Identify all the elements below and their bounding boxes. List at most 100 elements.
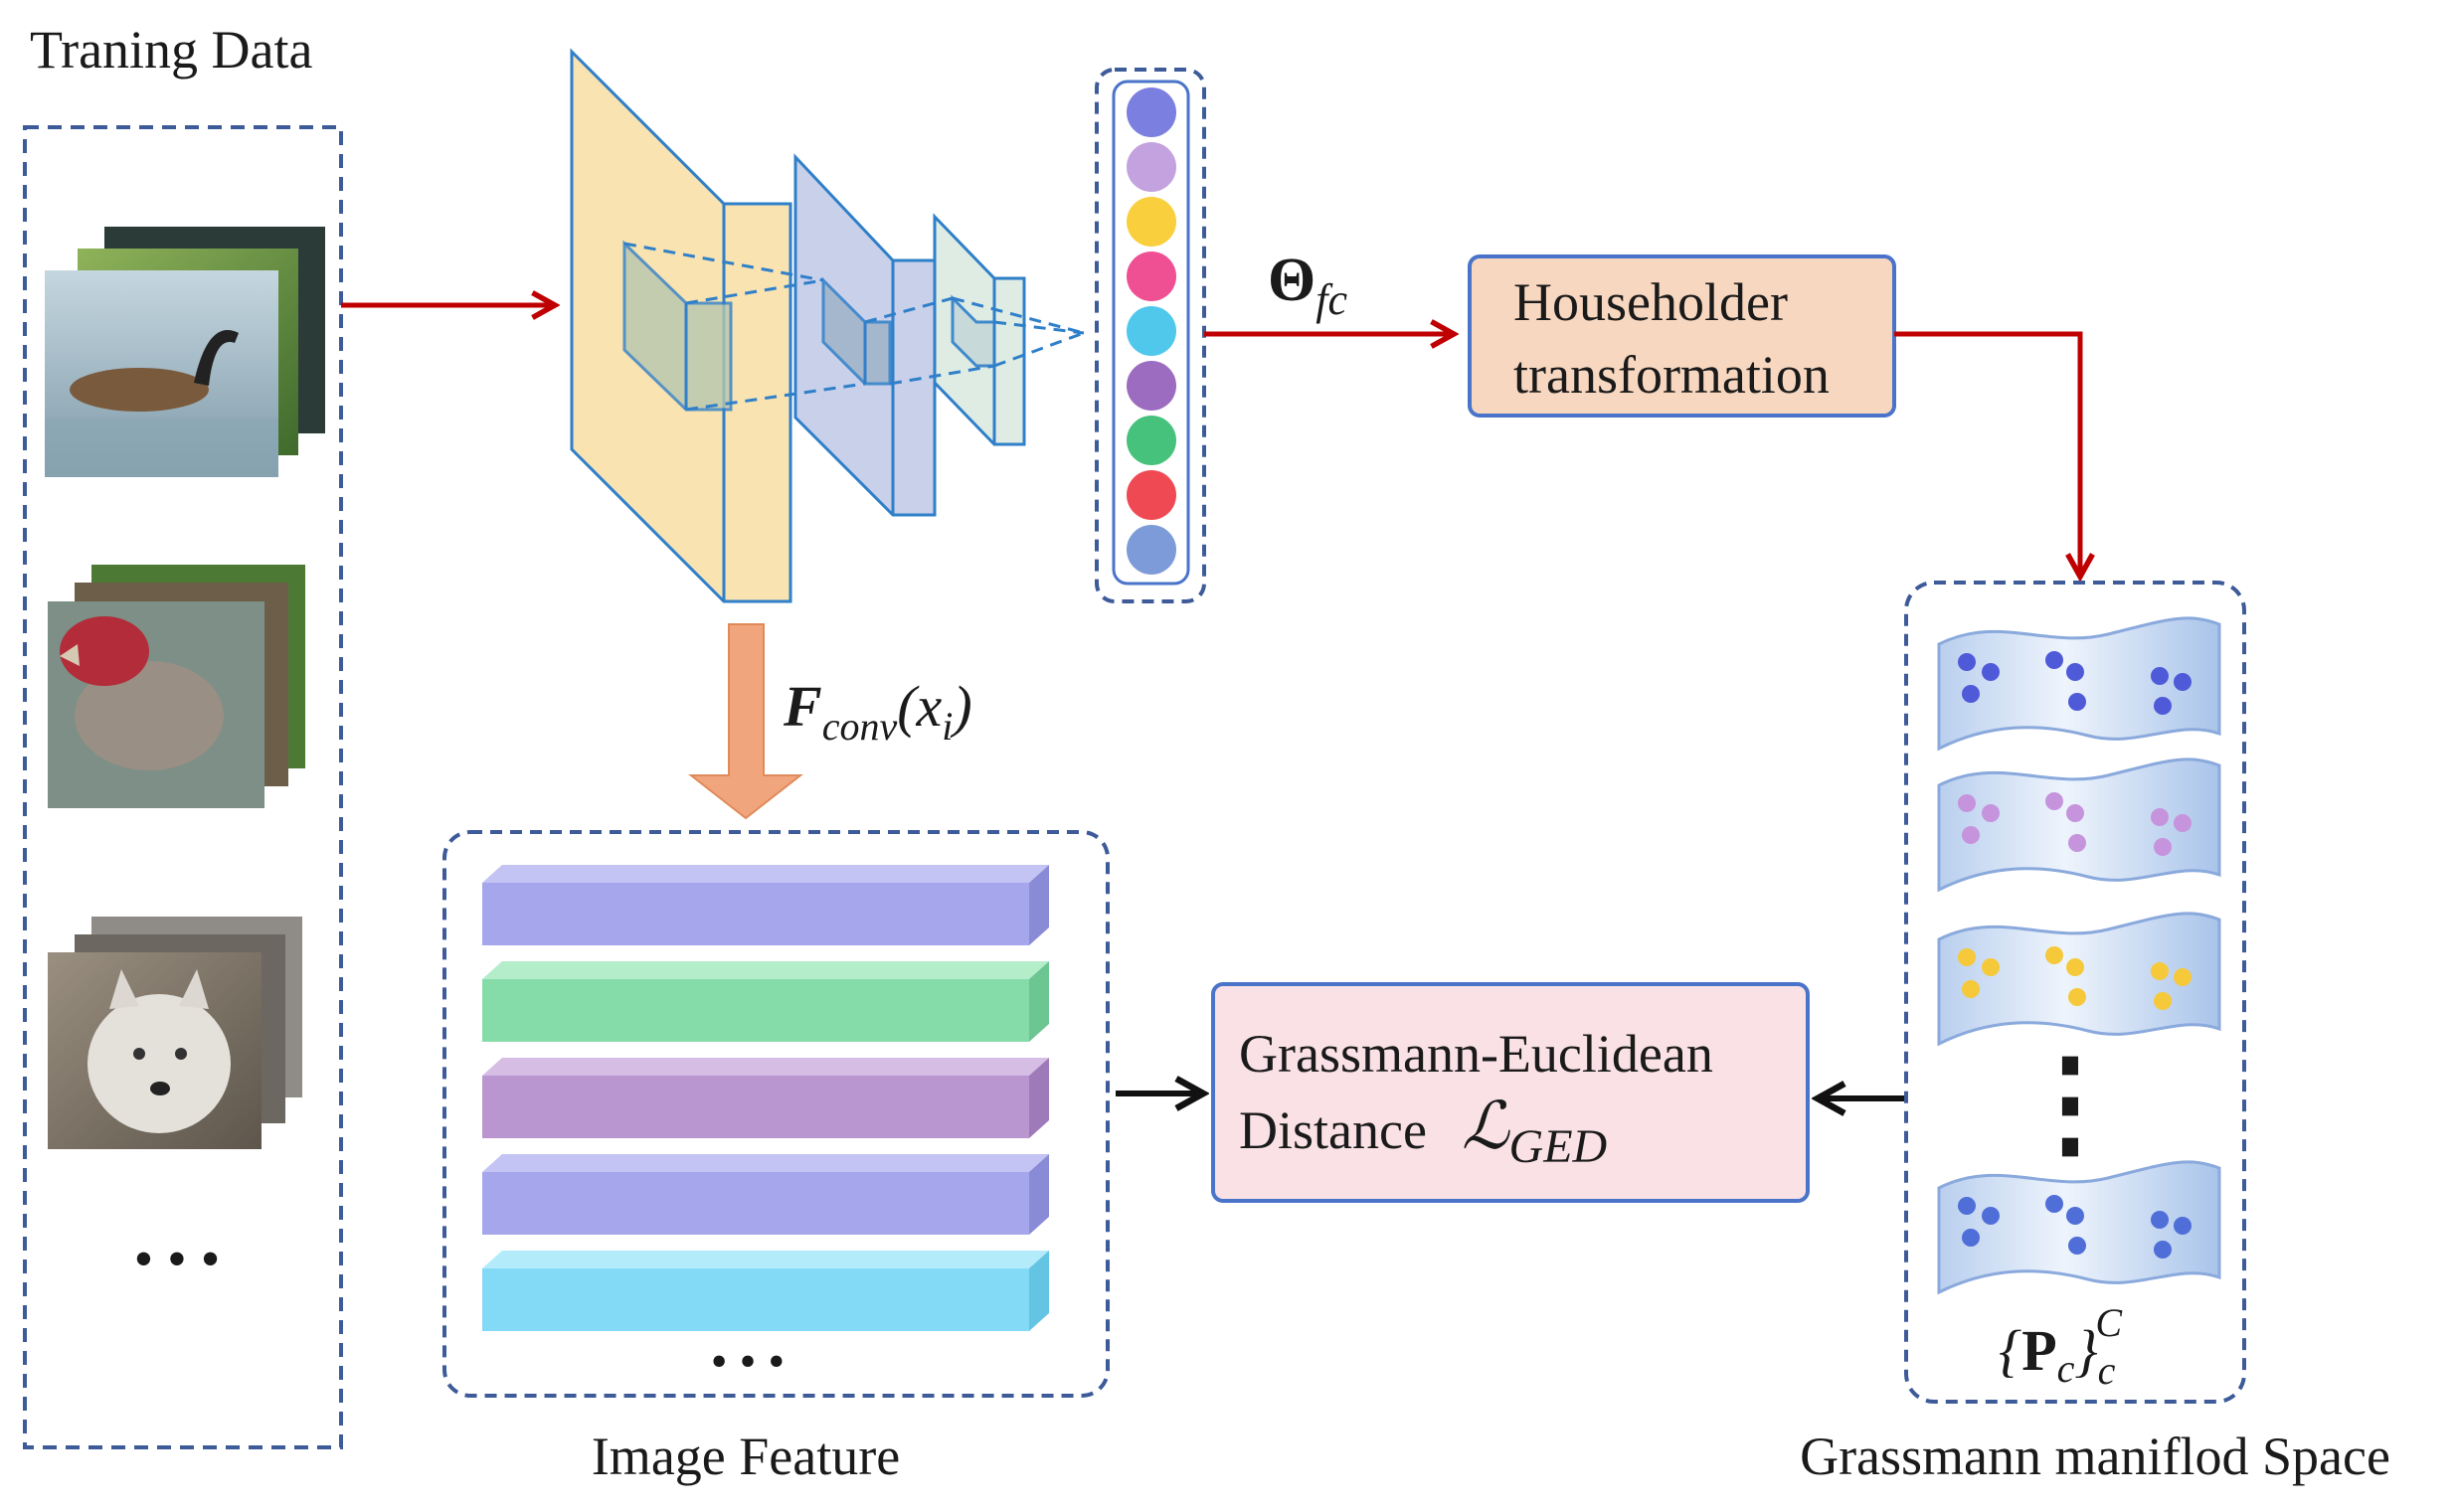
ged-loss-subscript: GED xyxy=(1509,1120,1608,1173)
fconv-main: F xyxy=(783,674,822,739)
manifold-strip xyxy=(1937,1160,2221,1295)
sample-image-wolf xyxy=(48,917,302,1149)
ged-line2: Distance xyxy=(1239,1100,1427,1160)
svg-text:{Pc}cC: {Pc}cC xyxy=(1999,1300,2123,1393)
manifold-point xyxy=(2174,814,2192,832)
manifold-strip xyxy=(1937,757,2221,893)
feature-bar xyxy=(482,865,1049,945)
image-feature-panel: • • • xyxy=(442,830,1110,1398)
theta-symbol: Θ xyxy=(1268,247,1316,314)
image-feature-label: Image Feature xyxy=(592,1427,900,1486)
manifold-point xyxy=(2045,946,2063,964)
feature-bar xyxy=(482,1251,1049,1331)
fconv-subscript: conv xyxy=(822,704,898,749)
manifold-strip xyxy=(1937,616,2221,752)
manifold-point xyxy=(2154,697,2172,715)
feature-vector-dot xyxy=(1127,470,1176,520)
manifold-point xyxy=(1962,980,1980,998)
ged-box: Grassmann-Euclidean Distance ℒGED xyxy=(1211,982,1810,1203)
feature-vector-dot xyxy=(1127,416,1176,465)
feature-vector-dot xyxy=(1127,361,1176,411)
manifold-point xyxy=(1958,948,1976,966)
image-feature-ellipsis: • • • xyxy=(711,1335,785,1388)
sample-image-goose xyxy=(45,227,325,477)
set-close: } xyxy=(2074,1318,2097,1383)
training-data-title: Traning Data xyxy=(30,20,313,80)
feature-vector-dot xyxy=(1127,306,1176,356)
feature-vector-dot xyxy=(1127,142,1176,192)
manifold-point xyxy=(2066,663,2084,681)
manifold-vertical-ellipsis: ⋮ xyxy=(2011,1037,2130,1169)
manifold-point xyxy=(1958,1197,1976,1215)
manifold-label: Grassmann maniflod Space xyxy=(1800,1427,2390,1486)
manifold-panel: ⋮ {Pc}cC xyxy=(1904,581,2246,1404)
feature-bar xyxy=(482,961,1049,1042)
manifold-point xyxy=(1982,1207,2000,1225)
manifold-point xyxy=(2174,673,2192,691)
svg-text:Θfc: Θfc xyxy=(1268,247,1347,324)
manifold-strips xyxy=(1937,616,2221,1295)
manifold-point xyxy=(2045,792,2063,810)
set-subscript: c xyxy=(2057,1346,2075,1391)
householder-line2: transformation xyxy=(1513,345,1830,405)
ged-line1: Grassmann-Euclidean xyxy=(1239,1024,1713,1084)
training-data-ellipsis: • • • xyxy=(134,1229,221,1290)
manifold-point xyxy=(1982,804,2000,822)
fconv-arg-subscript: i xyxy=(942,704,953,749)
set-symbol: P xyxy=(2021,1318,2056,1383)
manifold-point xyxy=(1958,794,1976,812)
manifold-point xyxy=(2068,1237,2086,1255)
cnn-backbone xyxy=(570,48,1085,603)
feature-vector-dots xyxy=(1127,87,1176,575)
manifold-point xyxy=(2151,1211,2169,1229)
manifold-point xyxy=(1962,685,1980,703)
manifold-point xyxy=(2154,1241,2172,1259)
manifold-point xyxy=(2066,958,2084,976)
manifold-point xyxy=(1962,1229,1980,1247)
arrow-householder-to-manifold xyxy=(1894,331,2080,577)
feature-vector-dot xyxy=(1127,197,1176,247)
manifold-point xyxy=(2066,804,2084,822)
manifold-point xyxy=(2174,968,2192,986)
manifold-point xyxy=(2066,1207,2084,1225)
manifold-point xyxy=(2174,1217,2192,1235)
fconv-arrow xyxy=(688,623,803,820)
manifold-point xyxy=(1982,663,2000,681)
svg-text:Fconv(xi): Fconv(xi) xyxy=(783,674,972,749)
manifold-point xyxy=(2045,651,2063,669)
manifold-point xyxy=(2045,1195,2063,1213)
manifold-strip xyxy=(1937,912,2221,1047)
feature-bar xyxy=(482,1058,1049,1138)
feature-bar xyxy=(482,1154,1049,1235)
svg-text:ℒGED: ℒGED xyxy=(1462,1091,1607,1173)
fconv-label: Fconv(xi) xyxy=(783,674,972,749)
manifold-point xyxy=(2151,962,2169,980)
manifold-point xyxy=(1982,958,2000,976)
householder-line1: Householder xyxy=(1513,272,1788,332)
manifold-point xyxy=(1958,653,1976,671)
training-data-border xyxy=(23,125,343,1449)
feature-vector-dot xyxy=(1127,525,1176,575)
set-sub2: c xyxy=(2098,1348,2116,1393)
feature-vector-dot xyxy=(1127,87,1176,137)
manifold-point xyxy=(2151,667,2169,685)
manifold-point xyxy=(2154,992,2172,1010)
manifold-point xyxy=(2068,834,2086,852)
ged-loss-symbol: ℒ xyxy=(1462,1091,1510,1163)
fconv-close: ) xyxy=(950,674,971,739)
feature-vector-dot xyxy=(1127,252,1176,301)
sample-image-finch xyxy=(48,565,305,808)
householder-box: Householder transformation xyxy=(1468,254,1896,418)
manifold-point xyxy=(2151,808,2169,826)
set-sup: C xyxy=(2095,1300,2123,1345)
set-open: { xyxy=(1999,1318,2021,1383)
fconv-arg: (x xyxy=(897,674,942,739)
manifold-point xyxy=(1962,826,1980,844)
manifold-point xyxy=(2154,838,2172,856)
theta-subscript: fc xyxy=(1316,275,1347,324)
feature-bars xyxy=(482,865,1049,1331)
training-data-panel: Traning Data xyxy=(23,20,343,1449)
manifold-point xyxy=(2068,693,2086,711)
theta-fc-label: Θfc xyxy=(1268,247,1347,324)
